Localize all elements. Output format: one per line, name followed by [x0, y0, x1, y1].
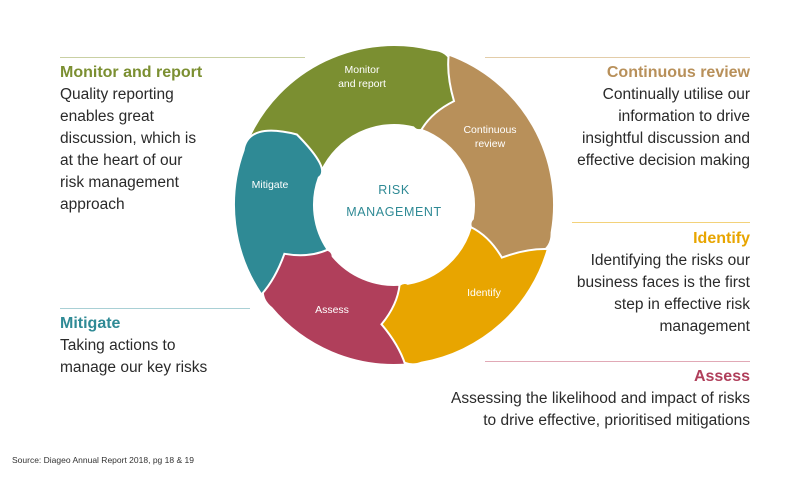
review-desc-3: insightful discussion and [581, 130, 750, 147]
monitor-desc-4: at the heart of our [60, 152, 183, 169]
mitigate-desc-2: manage our key risks [60, 359, 208, 376]
monitor-desc-5: risk management [60, 174, 179, 191]
review-rule [485, 57, 750, 58]
identify-rule [572, 222, 750, 223]
mitigate-title: Mitigate [60, 315, 121, 332]
identify-desc-3: step in effective risk [614, 296, 750, 313]
segment-label-assess: Assess [315, 304, 349, 316]
center-title-line1: RISK [378, 183, 410, 197]
assess-title: Assess [693, 368, 750, 385]
identify-desc-2: business faces is the first [576, 274, 750, 291]
segment-label-identify: Identify [467, 287, 502, 299]
monitor-title: Monitor and report [60, 64, 203, 81]
review-desc-2: information to drive [618, 108, 750, 125]
mitigate-rule [60, 308, 250, 309]
segment-assess [261, 247, 407, 366]
identify-title: Identify [693, 230, 750, 247]
source-note: Source: Diageo Annual Report 2018, pg 18… [12, 455, 194, 465]
monitor-desc-2: enables great [60, 108, 154, 125]
review-desc-1: Continually utilise our [602, 86, 750, 103]
assess-block: Assess Assessing the likelihood and impa… [410, 366, 750, 432]
identify-desc-4: management [659, 318, 750, 335]
review-title: Continuous review [606, 64, 750, 81]
assess-desc-1: Assessing the likelihood and impact of r… [451, 390, 750, 407]
center-title-line2: MANAGEMENT [346, 205, 442, 219]
monitor-desc-3: discussion, which is [60, 130, 197, 147]
review-block: Continuous review Continually utilise ou… [490, 62, 750, 172]
identify-block: Identify Identifying the risks our busin… [560, 228, 750, 338]
monitor-desc-6: approach [60, 196, 125, 213]
segment-identify [380, 225, 550, 366]
segment-label-mitigate: Mitigate [252, 179, 289, 191]
assess-rule [485, 361, 750, 362]
mitigate-block: Mitigate Taking actions to manage our ke… [60, 313, 260, 379]
monitor-rule [60, 57, 305, 58]
identify-desc-1: Identifying the risks our [590, 252, 750, 269]
monitor-block: Monitor and report Quality reporting ena… [60, 62, 300, 216]
assess-desc-2: to drive effective, prioritised mitigati… [483, 412, 750, 429]
monitor-desc-1: Quality reporting [60, 86, 174, 103]
segment-mitigate [233, 129, 330, 297]
mitigate-desc-1: Taking actions to [60, 337, 176, 354]
review-desc-4: effective decision making [577, 152, 750, 169]
